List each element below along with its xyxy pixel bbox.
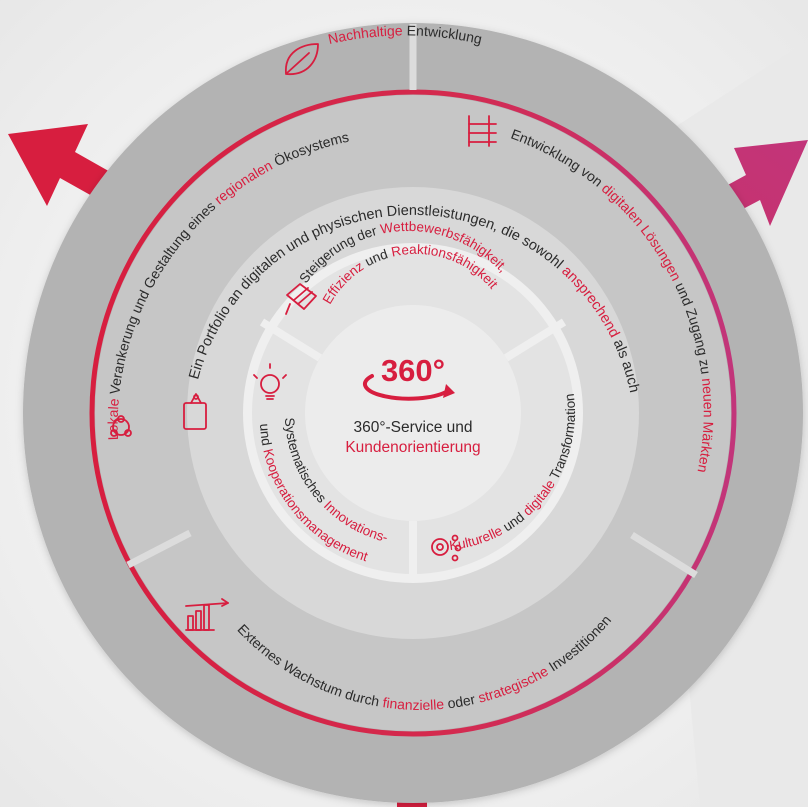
handshake-icon [285,283,317,315]
center-logo: 360° [362,353,455,401]
360-rotate-icon [362,374,448,401]
rotate-arrowhead [443,384,455,398]
inner-left2-dark1: und [257,423,275,451]
center-line1: 360°-Service und [353,419,472,436]
outer-left-red1: Lokale [105,398,122,441]
logo-text: 360° [381,353,445,388]
outer-bottom-dark2: oder [443,690,480,712]
center-disc [305,305,521,521]
network-icon [110,415,132,437]
red-ring [89,89,737,737]
growth-chart-icon [185,598,229,631]
outer-bottom-red1: finanzielle [382,694,445,713]
center-line2: Kundenorientierung [345,439,480,456]
lightbulb-icon [253,363,287,400]
ladder-icon [468,115,497,147]
gears-icon [431,534,462,562]
leaf-icon [285,43,319,75]
outer-dividers [126,24,698,578]
tag-icon [183,393,207,430]
inner-dividers [259,318,567,582]
